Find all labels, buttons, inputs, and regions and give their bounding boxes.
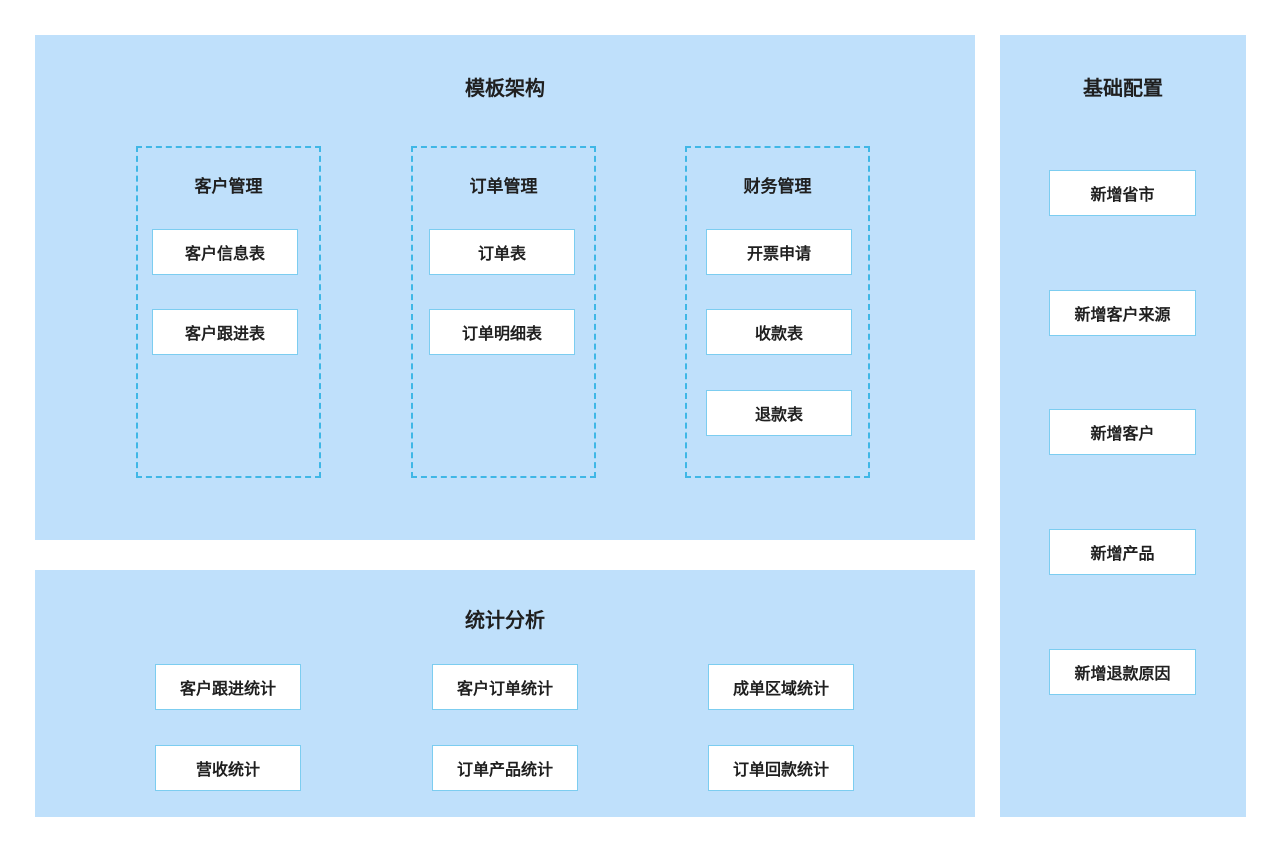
customer-info-table-box[interactable]: 客户信息表 xyxy=(152,229,298,275)
basic-configuration-title: 基础配置 xyxy=(1083,76,1163,100)
order-table-box[interactable]: 订单表 xyxy=(429,229,575,275)
order-product-stats-box[interactable]: 订单产品统计 xyxy=(432,745,578,791)
customer-order-stats-box[interactable]: 客户订单统计 xyxy=(432,664,578,710)
order-management-group: 订单管理 xyxy=(411,146,596,478)
finance-management-title: 财务管理 xyxy=(743,177,812,197)
order-detail-table-box[interactable]: 订单明细表 xyxy=(429,309,575,355)
statistics-analysis-panel: 统计分析 客户跟进统计 客户订单统计 成单区域统计 营收统计 订单产品统计 订单… xyxy=(35,570,975,817)
payment-receipt-table-box[interactable]: 收款表 xyxy=(706,309,852,355)
customer-followup-stats-box[interactable]: 客户跟进统计 xyxy=(155,664,301,710)
finance-management-group: 财务管理 xyxy=(685,146,870,478)
deal-region-stats-box[interactable]: 成单区域统计 xyxy=(708,664,854,710)
add-refund-reason-box[interactable]: 新增退款原因 xyxy=(1049,649,1196,695)
add-product-box[interactable]: 新增产品 xyxy=(1049,529,1196,575)
order-payment-stats-box[interactable]: 订单回款统计 xyxy=(708,745,854,791)
add-customer-box[interactable]: 新增客户 xyxy=(1049,409,1196,455)
template-architecture-title: 模板架构 xyxy=(465,76,545,100)
revenue-stats-box[interactable]: 营收统计 xyxy=(155,745,301,791)
template-architecture-panel: 模板架构 客户管理 客户信息表 客户跟进表 订单管理 订单表 订单明细表 财务管… xyxy=(35,35,975,540)
refund-table-box[interactable]: 退款表 xyxy=(706,390,852,436)
add-customer-source-box[interactable]: 新增客户来源 xyxy=(1049,290,1196,336)
basic-configuration-panel: 基础配置 新增省市 新增客户来源 新增客户 新增产品 新增退款原因 xyxy=(1000,35,1246,817)
customer-followup-table-box[interactable]: 客户跟进表 xyxy=(152,309,298,355)
order-management-title: 订单管理 xyxy=(469,177,538,197)
statistics-analysis-title: 统计分析 xyxy=(465,608,545,632)
customer-management-group: 客户管理 xyxy=(136,146,321,478)
invoice-application-box[interactable]: 开票申请 xyxy=(706,229,852,275)
customer-management-title: 客户管理 xyxy=(194,177,263,197)
add-province-city-box[interactable]: 新增省市 xyxy=(1049,170,1196,216)
